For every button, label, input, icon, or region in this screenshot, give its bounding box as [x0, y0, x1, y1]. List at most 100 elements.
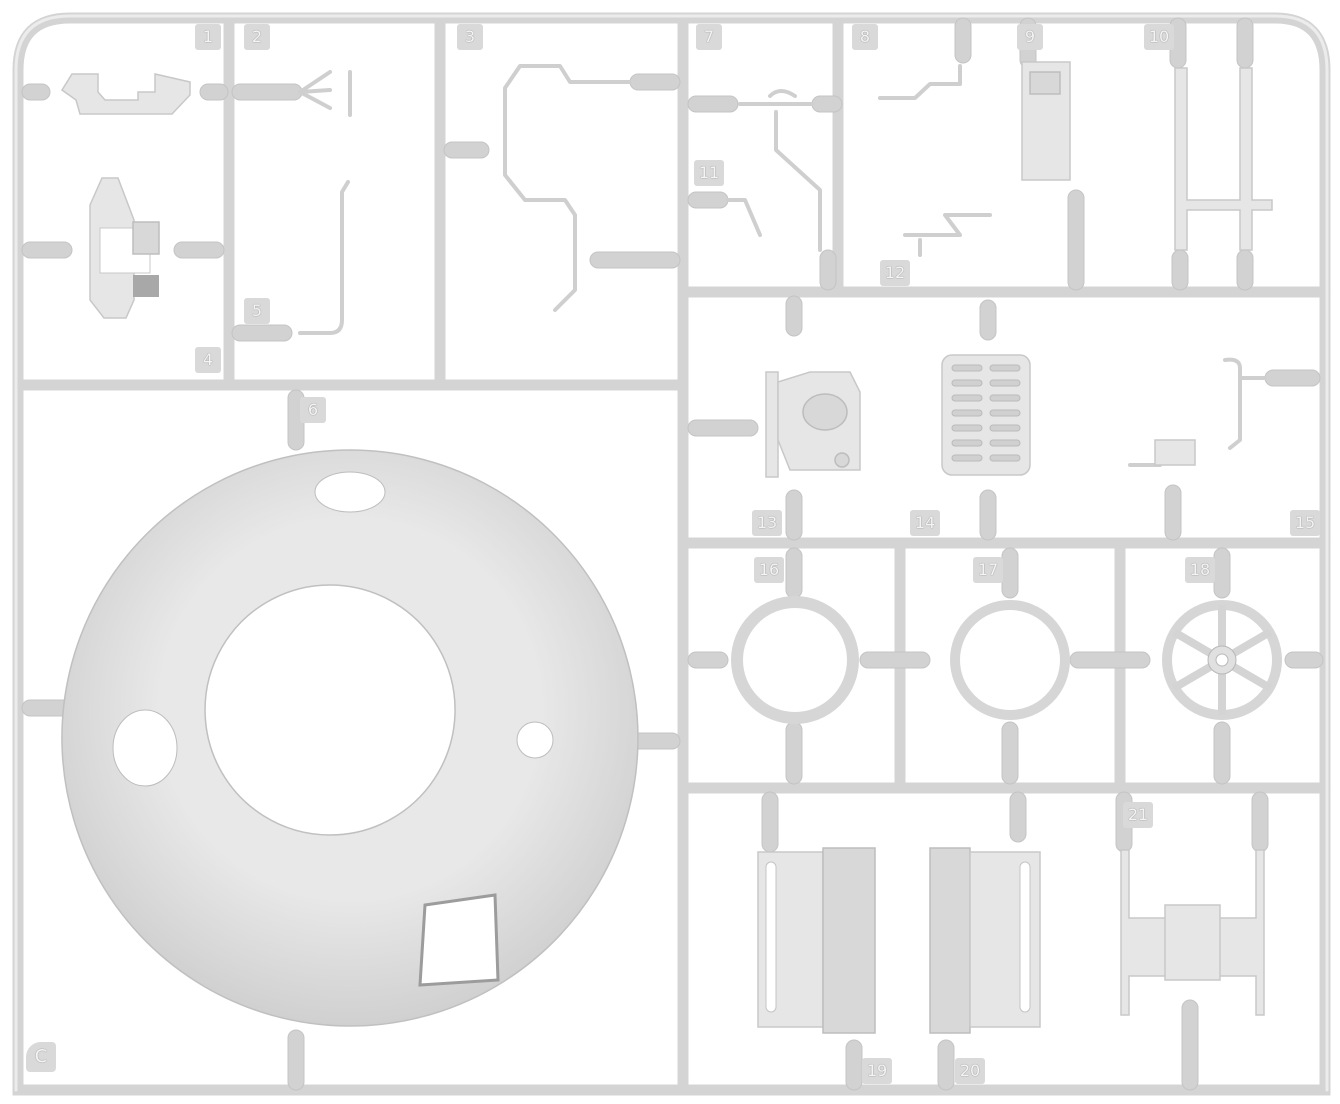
- gate: [1069, 651, 1151, 669]
- gate: [1251, 791, 1269, 853]
- gate: [231, 324, 293, 342]
- part-number-label: 9: [1017, 24, 1043, 50]
- part-number-label: 13: [752, 510, 782, 536]
- gate: [231, 83, 303, 101]
- slat: [951, 364, 983, 372]
- gate: [811, 95, 843, 113]
- slat: [951, 424, 983, 432]
- gate: [1001, 721, 1019, 785]
- gate: [1236, 249, 1254, 291]
- part-number-label: 17: [973, 557, 1003, 583]
- part-17: [950, 600, 1070, 720]
- sprue-letter-label: C: [26, 1042, 56, 1072]
- gate: [629, 73, 681, 91]
- slat: [989, 364, 1021, 372]
- part-3: [503, 64, 632, 312]
- slat: [989, 424, 1021, 432]
- gate: [761, 791, 779, 853]
- part-15: [1128, 357, 1267, 467]
- part-number-label: 1: [195, 24, 221, 50]
- gate: [199, 83, 229, 101]
- part-number-label: 3: [457, 24, 483, 50]
- part-number-label: 18: [1185, 557, 1215, 583]
- slat: [951, 394, 983, 402]
- gate: [1001, 547, 1019, 599]
- part-11: [726, 198, 762, 237]
- slat: [989, 394, 1021, 402]
- gate: [173, 241, 225, 259]
- part-13: [765, 371, 861, 478]
- part-number-label: 16: [754, 557, 784, 583]
- gate: [1164, 484, 1182, 541]
- gate: [589, 251, 681, 269]
- slat: [989, 454, 1021, 462]
- slat: [989, 439, 1021, 447]
- part-5: [298, 180, 350, 335]
- slat: [989, 379, 1021, 387]
- part-10: [1174, 67, 1273, 251]
- gate: [21, 241, 73, 259]
- gate: [1213, 721, 1231, 785]
- gate: [1284, 651, 1324, 669]
- part-number-label: 6: [300, 397, 326, 423]
- gate: [785, 721, 803, 785]
- part-14: [941, 354, 1031, 476]
- gate: [21, 83, 51, 101]
- part-number-label: 4: [195, 347, 221, 373]
- slat: [951, 454, 983, 462]
- part-9: [1021, 61, 1071, 181]
- part-18: [1162, 600, 1282, 720]
- gate: [687, 191, 729, 209]
- gate: [1067, 189, 1085, 291]
- part-19: [757, 847, 876, 1034]
- gate: [1181, 999, 1199, 1091]
- gate: [687, 419, 759, 437]
- part-21: [1120, 849, 1265, 1016]
- part-4: [89, 177, 160, 319]
- gate: [287, 1029, 305, 1091]
- slat: [951, 409, 983, 417]
- part-1: [60, 73, 191, 115]
- part-number-label: 2: [244, 24, 270, 50]
- gate: [785, 295, 803, 337]
- gate: [937, 1039, 955, 1091]
- slat: [989, 409, 1021, 417]
- gate: [687, 95, 739, 113]
- part-8: [878, 64, 962, 100]
- part-2: [298, 70, 352, 117]
- sprue-frame: [12, 12, 1331, 1096]
- part-number-label: 8: [852, 24, 878, 50]
- gate: [443, 141, 490, 159]
- part-20: [929, 847, 1041, 1034]
- gate: [954, 17, 972, 64]
- part-number-label: 7: [696, 24, 722, 50]
- gate: [1009, 791, 1027, 843]
- gate: [785, 547, 803, 599]
- part-number-label: 19: [862, 1058, 892, 1084]
- part-number-label: 12: [880, 260, 910, 286]
- part-12: [903, 213, 992, 257]
- slat: [951, 439, 983, 447]
- gate: [845, 1039, 863, 1091]
- part-number-label: 5: [244, 298, 270, 324]
- part-16: [731, 596, 859, 724]
- part-number-label: 14: [910, 510, 940, 536]
- gate: [687, 651, 729, 669]
- gate: [1171, 249, 1189, 291]
- part-number-label: 10: [1144, 24, 1174, 50]
- part-number-label: 20: [955, 1058, 985, 1084]
- gate: [1213, 547, 1231, 599]
- gate: [785, 489, 803, 541]
- part-number-label: 21: [1123, 802, 1153, 828]
- gate: [1236, 17, 1254, 69]
- gate: [979, 299, 997, 341]
- gate: [979, 489, 997, 541]
- gate: [1264, 369, 1321, 387]
- part-number-label: 11: [694, 160, 724, 186]
- part-number-label: 15: [1290, 510, 1320, 536]
- gate: [859, 651, 931, 669]
- gate: [819, 249, 837, 291]
- slat: [951, 379, 983, 387]
- part-7: [738, 89, 822, 252]
